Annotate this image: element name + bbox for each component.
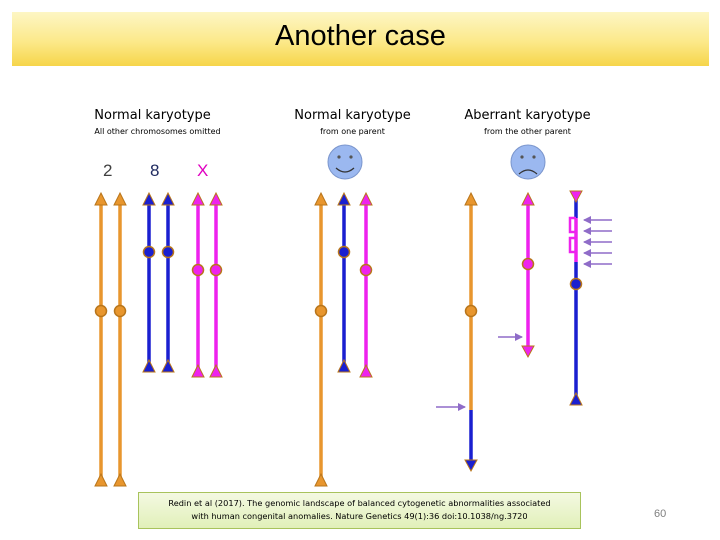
derivative-chromosome-8 (568, 190, 583, 406)
page-number: 60 (654, 508, 667, 520)
heading-normal-karyotype-parent: Normal karyotype (294, 108, 411, 123)
title-bar: Another case (12, 12, 709, 66)
breakpoint-arrows (436, 216, 612, 411)
slide-title: Another case (275, 20, 446, 52)
chromosome-label-x: X (197, 161, 209, 180)
chromosome-label-8: 8 (150, 161, 160, 180)
parent1-chromosome-8 (337, 191, 351, 373)
subheading-omitted: All other chromosomes omitted (94, 127, 221, 136)
heading-normal-karyotype: Normal karyotype (94, 108, 211, 123)
chromosome-2-left (94, 191, 108, 487)
parent1-chromosome-2 (314, 191, 328, 487)
chromosome-8-right (161, 191, 175, 373)
heading-aberrant-karyotype: Aberrant karyotype (464, 108, 591, 123)
citation-box: Redin et al (2017). The genomic landscap… (138, 492, 581, 529)
chromosome-x-left (191, 191, 205, 378)
derivative-chromosome-2 (464, 191, 478, 473)
subheading-other-parent: from the other parent (484, 127, 571, 136)
citation-line-2: with human congenital anomalies. Nature … (191, 511, 528, 521)
chromosome-8-left (142, 191, 156, 373)
subheading-one-parent: from one parent (320, 127, 385, 136)
citation-line-1: Redin et al (2017). The genomic landscap… (168, 498, 551, 508)
derivative-chromosome-x (521, 191, 535, 359)
smiley-face-icon (327, 144, 363, 180)
sad-face-icon (510, 144, 546, 180)
chromosome-2-right (113, 191, 127, 487)
chromosome-x-right (209, 191, 223, 378)
parent1-chromosome-x (359, 191, 373, 378)
chromosome-label-2: 2 (103, 161, 113, 180)
